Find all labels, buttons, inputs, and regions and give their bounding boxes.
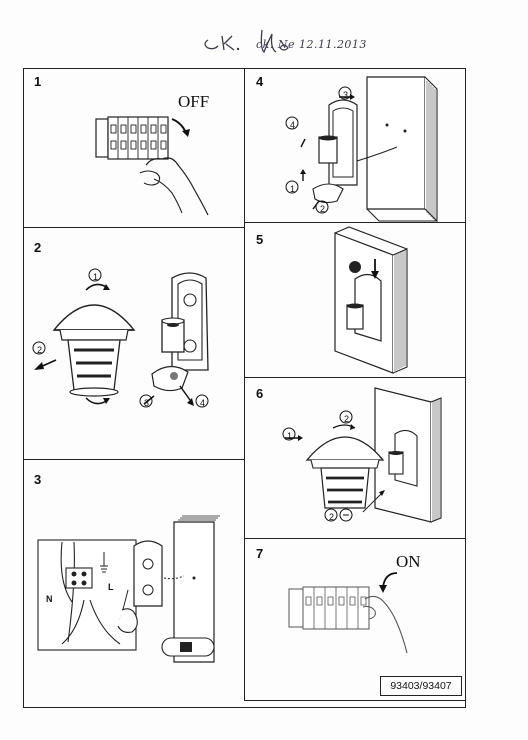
step6-illustration (285, 387, 442, 523)
model-code: 93403/93407 (380, 676, 462, 696)
callout-1: 1 (93, 272, 99, 282)
step-number: 6 (256, 386, 264, 401)
callout-3: 3 (343, 90, 349, 100)
callout-4: 4 (200, 398, 206, 408)
callout-2: 2 (329, 512, 335, 522)
step1-illustration (95, 116, 209, 216)
off-label: OFF (178, 92, 210, 111)
callout-circle (282, 427, 296, 441)
grid-divider (244, 700, 466, 702)
wire-label-l: L (108, 582, 114, 592)
step-number: 3 (34, 472, 42, 487)
arrow-icon (379, 585, 387, 593)
callout-circle (139, 394, 153, 408)
handwritten-scribble (204, 29, 289, 54)
grid-divider (244, 377, 466, 379)
step-number: 1 (34, 74, 42, 89)
callout-circle (338, 86, 352, 100)
step-number: 7 (256, 546, 264, 561)
grid-divider (23, 459, 244, 461)
step3-illustration (37, 515, 220, 663)
screw-icon (339, 508, 353, 522)
wire-label-n: N (46, 594, 53, 604)
callout-circle (195, 394, 209, 408)
handwritten-date: ck. Ne 12.11.2013 (256, 38, 367, 51)
callout-2: 2 (37, 345, 43, 355)
callout-4: 4 (290, 120, 296, 130)
callout-circle (324, 508, 338, 522)
callout-circle (32, 341, 46, 355)
grid-divider-vertical (244, 68, 246, 700)
callout-circle (285, 116, 299, 130)
callout-3: 3 (144, 398, 150, 408)
step-number: 5 (256, 232, 264, 247)
grid-divider (244, 222, 466, 224)
grid-divider (23, 227, 244, 229)
step7-illustration (288, 572, 408, 654)
callout-2: 2 (320, 204, 326, 214)
callout-circle (315, 200, 329, 214)
grid-divider (244, 538, 466, 540)
on-label: ON (396, 552, 421, 571)
step5-illustration (334, 226, 408, 374)
callout-circle (339, 410, 353, 424)
callout-2: 2 (344, 414, 350, 424)
step-number: 4 (256, 74, 264, 89)
callout-circle (88, 268, 102, 282)
callout-circle (285, 180, 299, 194)
callout-1: 1 (290, 184, 296, 194)
arrow-icon (182, 129, 190, 137)
step2-illustration (34, 272, 209, 406)
step-number: 2 (34, 240, 42, 255)
callout-1: 1 (287, 431, 293, 441)
step4-illustration (300, 76, 438, 222)
